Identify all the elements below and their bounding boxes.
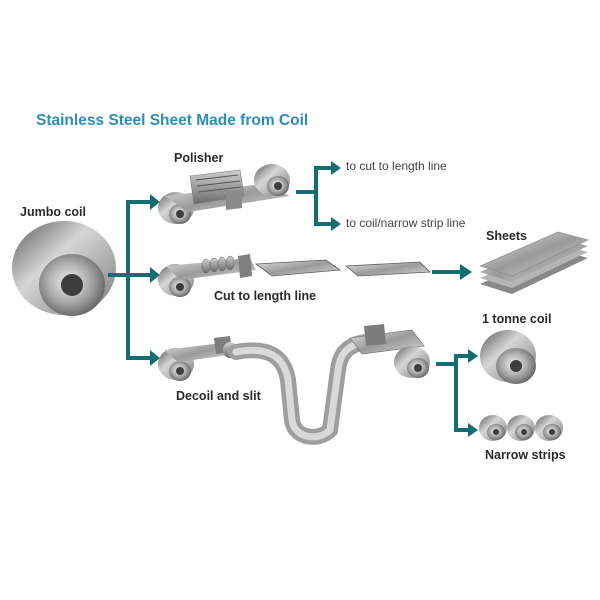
sheets-stack-image xyxy=(479,231,589,294)
one-tonne-coil-label: 1 tonne coil xyxy=(482,312,552,326)
cut-to-length-label: Cut to length line xyxy=(214,289,317,303)
one-tonne-coil-image xyxy=(480,330,536,384)
sheets-label: Sheets xyxy=(486,229,527,243)
decoil-slit-label: Decoil and slit xyxy=(176,389,261,403)
to-cut-line-label: to cut to length line xyxy=(346,159,447,173)
narrow-strips-image xyxy=(479,415,563,441)
to-sheets-arrow xyxy=(432,264,472,280)
decoil-slit-line-image xyxy=(158,324,430,445)
polisher-label: Polisher xyxy=(174,151,224,165)
to-coil-line-label: to coil/narrow strip line xyxy=(346,216,466,230)
cut-to-length-line-image xyxy=(158,254,431,297)
diagram-title: Stainless Steel Sheet Made from Coil xyxy=(36,112,309,129)
narrow-strips-label: Narrow strips xyxy=(485,448,566,462)
polisher-line-image xyxy=(158,164,290,224)
jumbo-coil-image xyxy=(12,221,116,316)
jumbo-coil-label: Jumbo coil xyxy=(20,205,86,219)
polisher-outlet-arrows xyxy=(296,161,341,231)
decoil-outlet-arrows xyxy=(436,349,478,437)
main-branch-arrows xyxy=(108,194,160,366)
